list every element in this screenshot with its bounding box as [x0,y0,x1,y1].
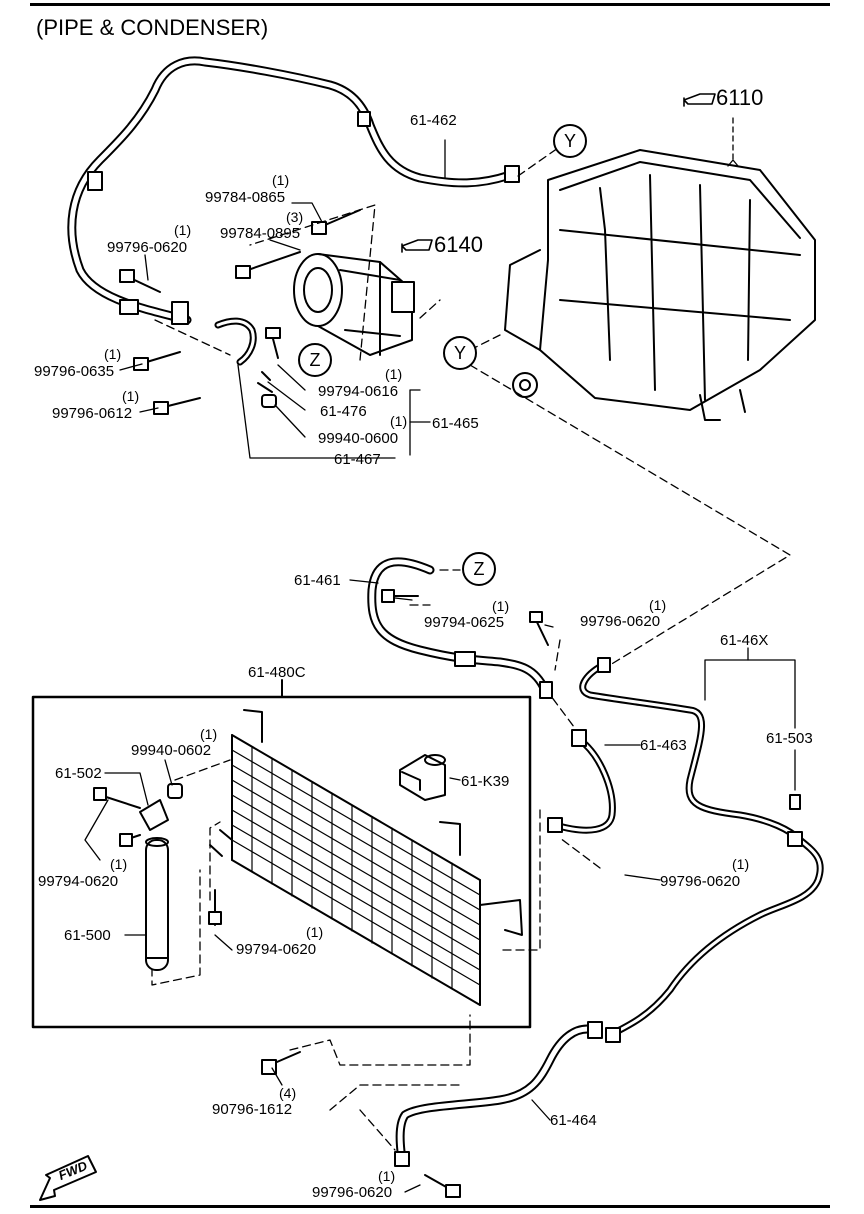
label-99794-0625: 99794-0625 [424,614,505,631]
label-61-467: 61-467 [334,451,381,468]
label-61-K39: 61-K39 [461,773,510,790]
label-61-480C: 61-480C [248,664,306,681]
label-99794-0620-a: 99794-0620 [38,873,119,890]
label-90796-1612: 90796-1612 [212,1101,293,1118]
qty-99794-0620-b: (1) [306,924,324,940]
ref-6140: 6140 [434,232,483,257]
label-61-503: 61-503 [766,730,813,747]
label-61-476: 61-476 [320,403,367,420]
qty-99794-0625: (1) [492,598,510,614]
label-99940-0602: 99940-0602 [131,742,212,759]
label-61-500: 61-500 [64,927,111,944]
qty-99796-0620-top: (1) [174,222,192,238]
pipe-61-46X [579,657,824,1043]
pipe-61-462 [67,56,520,325]
bracket-61-K39 [399,754,446,801]
label-99796-0620-r: 99796-0620 [660,873,741,890]
marker-y-hvac: Y [443,336,477,370]
condenser-box [31,679,532,1029]
label-61-463: 61-463 [640,737,687,754]
pipe-61-467 [214,317,277,408]
receiver-drier-61-500 [93,783,222,971]
qty-99796-0635: (1) [104,346,122,362]
label-61-465: 61-465 [432,415,479,432]
marker-z-comp: Z [298,343,332,377]
label-99796-0620-bot: 99796-0620 [312,1184,393,1201]
label-99794-0620-b: 99794-0620 [236,941,317,958]
qty-99796-0620-r: (1) [732,856,750,872]
bolts-top [119,209,361,415]
qty-90796-1612: (4) [279,1085,297,1101]
label-99784-0865: 99784-0865 [205,189,286,206]
label-99784-0895: 99784-0895 [220,225,301,242]
condenser-61-480C [209,709,523,1006]
qty-99796-0612: (1) [122,388,140,404]
label-99796-0620-top: 99796-0620 [107,239,188,256]
pipe-61-461 [367,557,553,699]
qty-99940-0600: (1) [390,413,408,429]
compressor-6140 [293,253,415,356]
label-61-502: 61-502 [55,765,102,782]
bottom-rule [30,1205,830,1208]
label-61-462: 61-462 [410,112,457,129]
label-61-46X: 61-46X [720,632,769,649]
ref-hand-icons [401,93,716,253]
qty-99784-0895: (3) [286,209,304,225]
leaders-top [119,117,739,459]
fwd-arrow-icon [39,1155,97,1201]
label-99940-0600: 99940-0600 [318,430,399,447]
qty-99940-0602: (1) [200,726,218,742]
label-99794-0616: 99794-0616 [318,383,399,400]
qty-99796-0620-bot: (1) [378,1168,396,1184]
label-61-461: 61-461 [294,572,341,589]
qty-99794-0616: (1) [385,366,403,382]
qty-99784-0865: (1) [272,172,290,188]
marker-z-pipe: Z [462,552,496,586]
ref-6110: 6110 [716,85,764,110]
label-99796-0612: 99796-0612 [52,405,133,422]
label-61-464: 61-464 [550,1112,597,1129]
qty-99794-0620-a: (1) [110,856,128,872]
hvac-unit-6110 [504,149,816,421]
pipe-61-464 [261,1021,603,1198]
leaders-lower [84,579,796,1193]
qty-99796-0620-mid: (1) [649,597,667,613]
top-rule [30,3,830,6]
pipe-61-463 [547,729,616,834]
label-99796-0635: 99796-0635 [34,363,115,380]
page-title: (PIPE & CONDENSER) [36,15,269,40]
marker-y-top: Y [553,124,587,158]
label-99796-0620-mid: 99796-0620 [580,613,661,630]
dashed-guides [151,147,791,1151]
